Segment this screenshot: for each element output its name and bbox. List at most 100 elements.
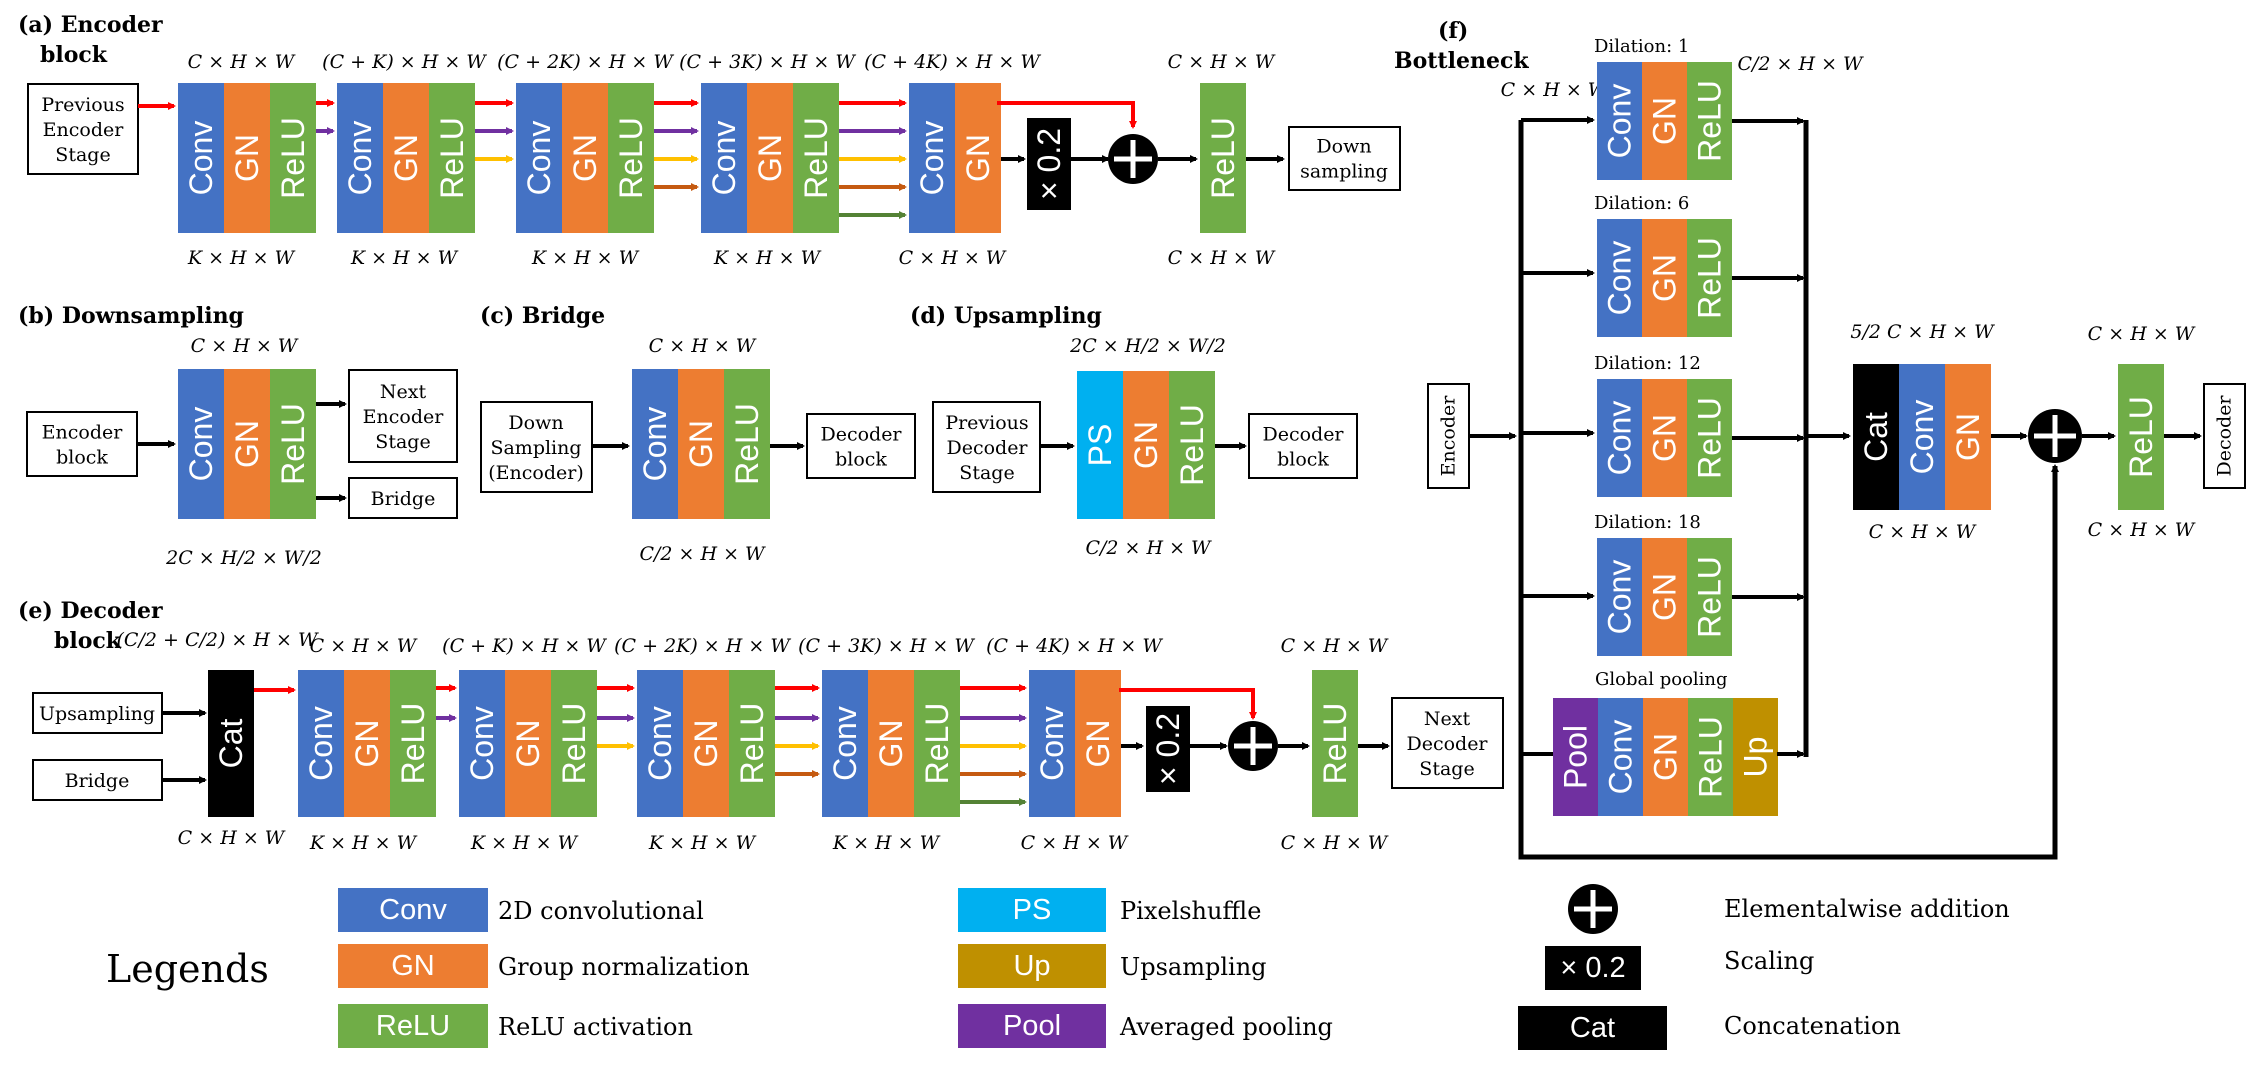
enc-unit-1-conv-block — [178, 83, 224, 233]
upsampling-box — [32, 692, 163, 734]
down-unit-gn-block — [224, 369, 270, 519]
bn-gp-up-block-label: Up — [1738, 737, 1774, 778]
bridge-unit-conv-block-label: Conv — [637, 407, 673, 482]
dec-unit-1-conv-block — [298, 670, 344, 817]
dec-unit-4-gn-block — [868, 670, 914, 817]
bn-dim-cat-bottom: C × H × W — [1869, 521, 1977, 543]
enc-residual-line — [997, 101, 1137, 129]
bn-dil-2-conv-block — [1597, 219, 1642, 337]
bn-dilation-label-4: Dilation: 18 — [1594, 512, 1701, 533]
legend-ps-swatch — [958, 888, 1106, 932]
dec-unit-2-relu-block — [551, 670, 597, 817]
enc-dim-bottom-4: K × H × W — [713, 247, 822, 269]
decoder-block-box-c — [806, 413, 916, 479]
enc-unit-3-relu-block-label: ReLU — [613, 117, 649, 199]
legend-pool-swatch-label: Pool — [1003, 1010, 1061, 1042]
bn-encoder-text: Encoder — [1438, 395, 1460, 477]
dec-unit-3-relu-block-label: ReLU — [734, 703, 770, 785]
enc-unit-1-conv-block-label: Conv — [183, 121, 219, 196]
dec-unit-2-conv-block — [459, 670, 505, 817]
dec-add-icon — [1228, 721, 1278, 771]
enc-unit-1-gn-block-label: GN — [229, 134, 265, 182]
legend-conv-swatch — [338, 888, 488, 932]
dec-dim-bottom-2: K × H × W — [470, 832, 579, 854]
dec-cat-dim-top: (C/2 + C/2) × H × W — [117, 629, 319, 651]
bridge-text-line-1: Bridge — [371, 488, 436, 510]
down-dim-bottom: 2C × H/2 × W/2 — [165, 547, 322, 569]
dec-dim-bottom-5: C × H × W — [1021, 832, 1129, 854]
enc-unit-5-conv-block — [909, 83, 955, 233]
bottleneck-title: (f) — [1438, 18, 1468, 44]
legend-add-icon — [1568, 884, 1618, 934]
down-sampling-encoder-text-line-2: Sampling — [490, 437, 581, 459]
legend-up-swatch-label: Up — [1013, 950, 1050, 982]
enc-add-icon — [1108, 134, 1158, 184]
bn-dil-4-gn-block-label: GN — [1647, 573, 1683, 621]
enc-unit-1-relu-block — [270, 83, 316, 233]
enc-dim-bottom-3: K × H × W — [531, 247, 640, 269]
down-unit-gn-block-label: GN — [229, 420, 265, 468]
up-dim-top: 2C × H/2 × W/2 — [1069, 335, 1226, 357]
down-sampling-box — [1288, 126, 1401, 191]
bn-dil-2-gn-block-label: GN — [1647, 254, 1683, 302]
dec-unit-5-gn-block-label: GN — [1080, 720, 1116, 768]
encoder-block-box — [26, 411, 138, 477]
next-decoder-stage-text-line-2: Decoder — [1406, 733, 1488, 755]
bridge-in-box-text-line-1: Bridge — [65, 770, 130, 792]
bn-dil-3-relu-block-label: ReLU — [1692, 397, 1728, 479]
next-encoder-stage-text-line-2: Encoder — [363, 406, 445, 428]
bn-gp-relu-block-label: ReLU — [1693, 716, 1729, 798]
dec-unit-3-gn-block — [683, 670, 729, 817]
enc-unit-4-relu-block — [793, 83, 839, 233]
enc-dim-top-5: (C + 4K) × H × W — [864, 51, 1041, 73]
bn-dilation-label-1: Dilation: 1 — [1594, 36, 1689, 57]
bn-gp-gn-block — [1643, 698, 1688, 816]
dec-cat-block-label: Cat — [213, 718, 249, 768]
bn-add-icon — [2028, 409, 2082, 463]
bn-global-pooling-label: Global pooling — [1595, 669, 1728, 690]
bridge-unit-gn-block-label: GN — [683, 420, 719, 468]
dec-scale-block-label: × 0.2 — [1150, 713, 1186, 785]
dec-unit-5-conv-block — [1029, 670, 1075, 817]
bn-gp-relu-block — [1688, 698, 1733, 816]
bn-cat-block — [1853, 364, 1899, 510]
bn-gn-block-label: GN — [1950, 413, 1986, 461]
bridge-dim-bottom: C/2 × H × W — [639, 543, 766, 565]
dec-cat-dim-bottom: C × H × W — [178, 827, 286, 849]
legend-ps-text: Pixelshuffle — [1120, 897, 1261, 925]
decoder-block-c-text-line-2: block — [835, 449, 887, 471]
enc-dim-top-2: (C + K) × H × W — [322, 51, 487, 73]
up-unit-gn-block-label: GN — [1128, 421, 1164, 469]
bn-dil-4-conv-block-label: Conv — [1602, 560, 1638, 635]
up-dim-bottom: C/2 × H × W — [1085, 537, 1212, 559]
next-decoder-stage-text-line-1: Next — [1424, 708, 1471, 730]
bn-dim-relu-bottom: C × H × W — [2088, 519, 2196, 541]
enc-dim-bottom-2: K × H × W — [350, 247, 459, 269]
bn-dil-3-conv-block — [1597, 379, 1642, 497]
bn-dil-1-relu-block-label: ReLU — [1692, 80, 1728, 162]
bn-dilation-label-2: Dilation: 6 — [1594, 193, 1689, 214]
bn-dil-1-conv-block-label: Conv — [1602, 84, 1638, 159]
down-dim-top: C × H × W — [191, 335, 299, 357]
enc-unit-3-gn-block-label: GN — [567, 134, 603, 182]
decoder-block-c-text-line-1: Decoder — [820, 424, 902, 446]
dec-unit-3-conv-block — [637, 670, 683, 817]
dec-unit-5-gn-block — [1075, 670, 1121, 817]
dec-unit-4-conv-block — [822, 670, 868, 817]
bn-gn-block — [1945, 364, 1991, 510]
legend-relu-text: ReLU activation — [498, 1013, 693, 1041]
bn-gp-gn-block-label: GN — [1648, 733, 1684, 781]
up-unit-gn-block — [1123, 371, 1169, 519]
up-unit-ps-block-label: PS — [1082, 424, 1118, 467]
bn-gp-conv-block — [1598, 698, 1643, 816]
dec-dim-top-2: (C + K) × H × W — [442, 635, 607, 657]
bn-dil-4-gn-block — [1642, 538, 1687, 656]
enc-unit-5-gn-block — [955, 83, 1001, 233]
bn-dil-4-relu-block — [1687, 538, 1732, 656]
bn-dil-3-gn-block-label: GN — [1647, 414, 1683, 462]
enc-unit-2-conv-block — [337, 83, 383, 233]
legend-pool-swatch — [958, 1004, 1106, 1048]
decoder-block-box-d — [1248, 413, 1358, 479]
bn-dil-1-gn-block-label: GN — [1647, 97, 1683, 145]
